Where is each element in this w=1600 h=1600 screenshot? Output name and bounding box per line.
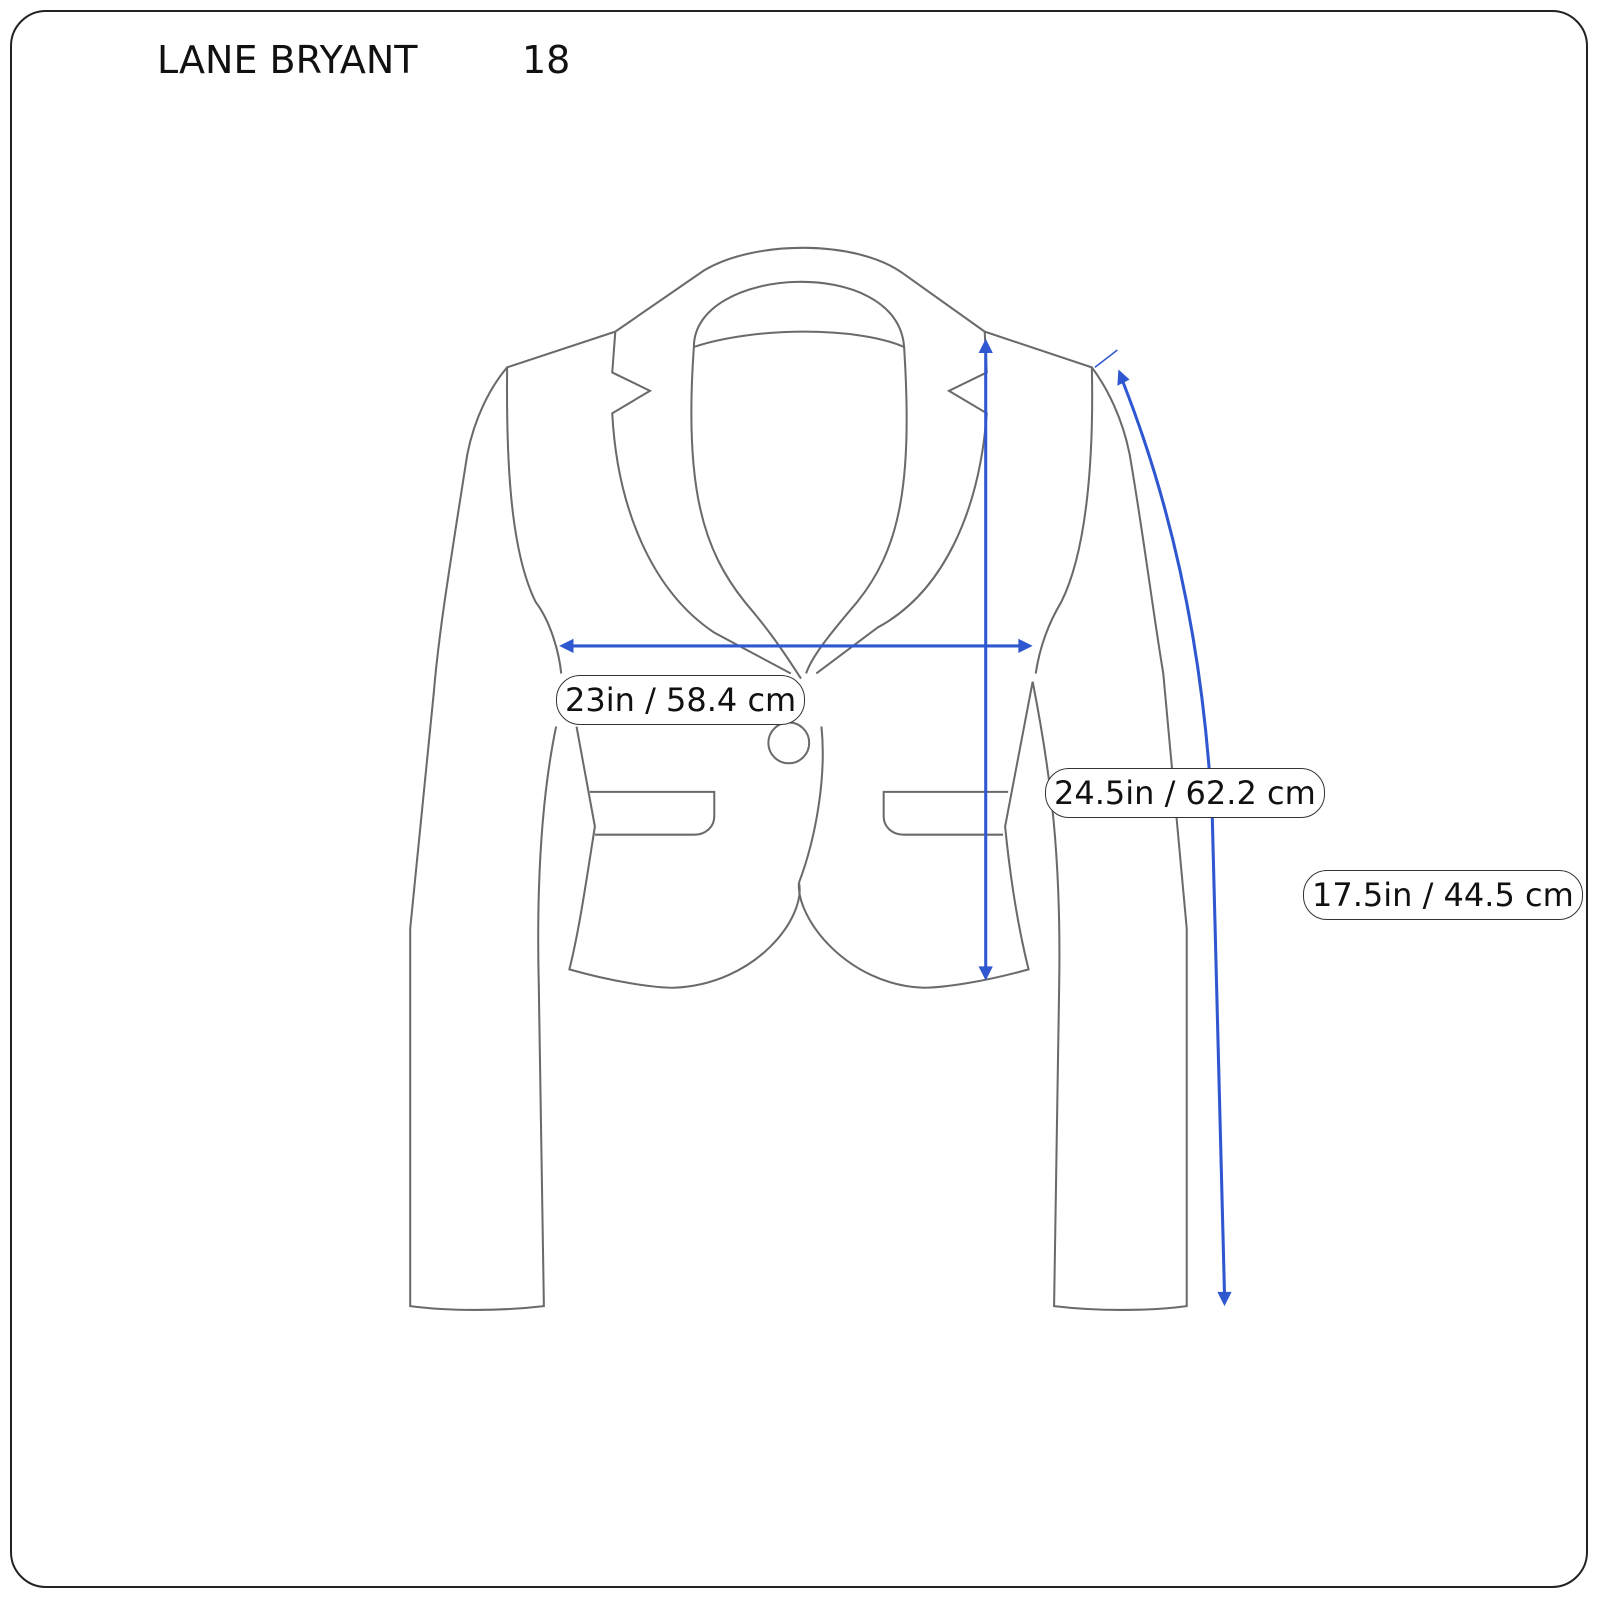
- sleeve-arrow: [1121, 380, 1227, 1294]
- left-lapel: [611, 331, 792, 675]
- measurement-arrows: [559, 338, 1232, 1307]
- right-pocket: [882, 790, 1009, 836]
- image-frame: [10, 10, 1588, 1588]
- button: [767, 721, 811, 765]
- brand-name: LANE BRYANT: [157, 38, 418, 82]
- left-sleeve: [409, 366, 558, 1311]
- right-sleeve: [1031, 366, 1188, 1311]
- sleeve-measurement-label: 17.5in / 44.5 cm: [1303, 870, 1583, 920]
- size-label: 18: [522, 38, 571, 82]
- jacket-outline: [409, 246, 1188, 1311]
- left-body: [505, 330, 616, 674]
- right-body: [984, 330, 1094, 674]
- left-pocket: [589, 790, 716, 836]
- chest-measurement-label: 23in / 58.4 cm: [556, 675, 806, 725]
- length-measurement-label: 24.5in / 62.2 cm: [1045, 768, 1325, 818]
- collar: [692, 280, 906, 349]
